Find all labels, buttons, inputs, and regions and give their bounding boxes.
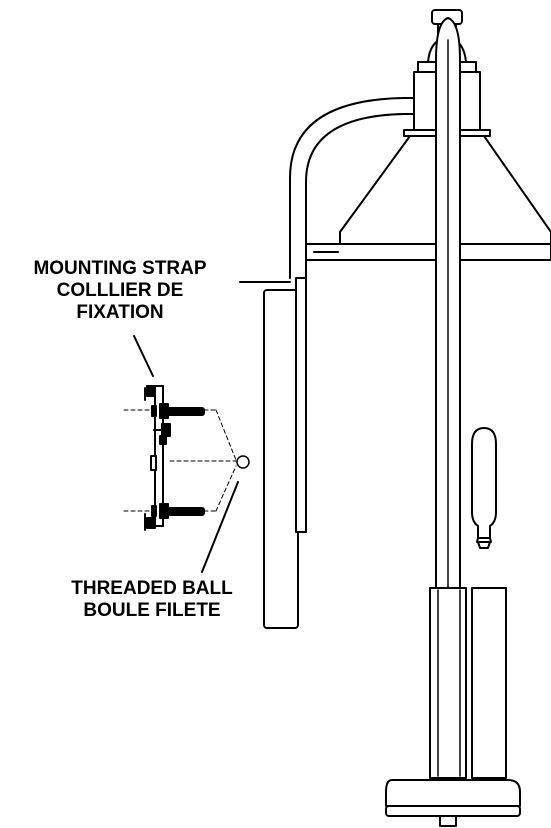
light-bulb	[471, 427, 497, 549]
mounting-strap-label-fr-1: COLLLIER DE	[56, 280, 184, 301]
bottom-screw-icon	[144, 513, 156, 531]
center-rod	[435, 17, 461, 591]
mounting-strap-label: MOUNTING STRAP COLLLIER DE FIXATION	[0, 258, 240, 324]
assembly-dashed-lines	[123, 409, 237, 512]
wall-backplate	[263, 277, 307, 629]
strap-pointer-line	[133, 335, 154, 377]
threaded-ball-label: THREADED BALL BOULE FILETE	[36, 578, 268, 622]
upper-bolt-icon	[151, 403, 205, 419]
top-screw-icon	[144, 385, 156, 401]
threaded-ball	[236, 455, 250, 469]
lower-bolt-icon	[151, 503, 205, 519]
curved-arm	[289, 97, 415, 279]
mounting-strap	[144, 385, 205, 531]
middle-screw-icon	[153, 423, 171, 445]
lamp-base	[385, 779, 521, 827]
base-sleeves	[429, 587, 507, 779]
shade-support-bar	[305, 243, 551, 261]
threaded-ball-label-en: THREADED BALL	[71, 578, 233, 599]
threaded-ball-leader	[201, 481, 239, 573]
mounting-strap-label-fr-2: FIXATION	[76, 302, 164, 323]
threaded-ball-label-fr: BOULE FILETE	[83, 600, 221, 621]
mounting-strap-label-en: MOUNTING STRAP	[33, 258, 207, 279]
